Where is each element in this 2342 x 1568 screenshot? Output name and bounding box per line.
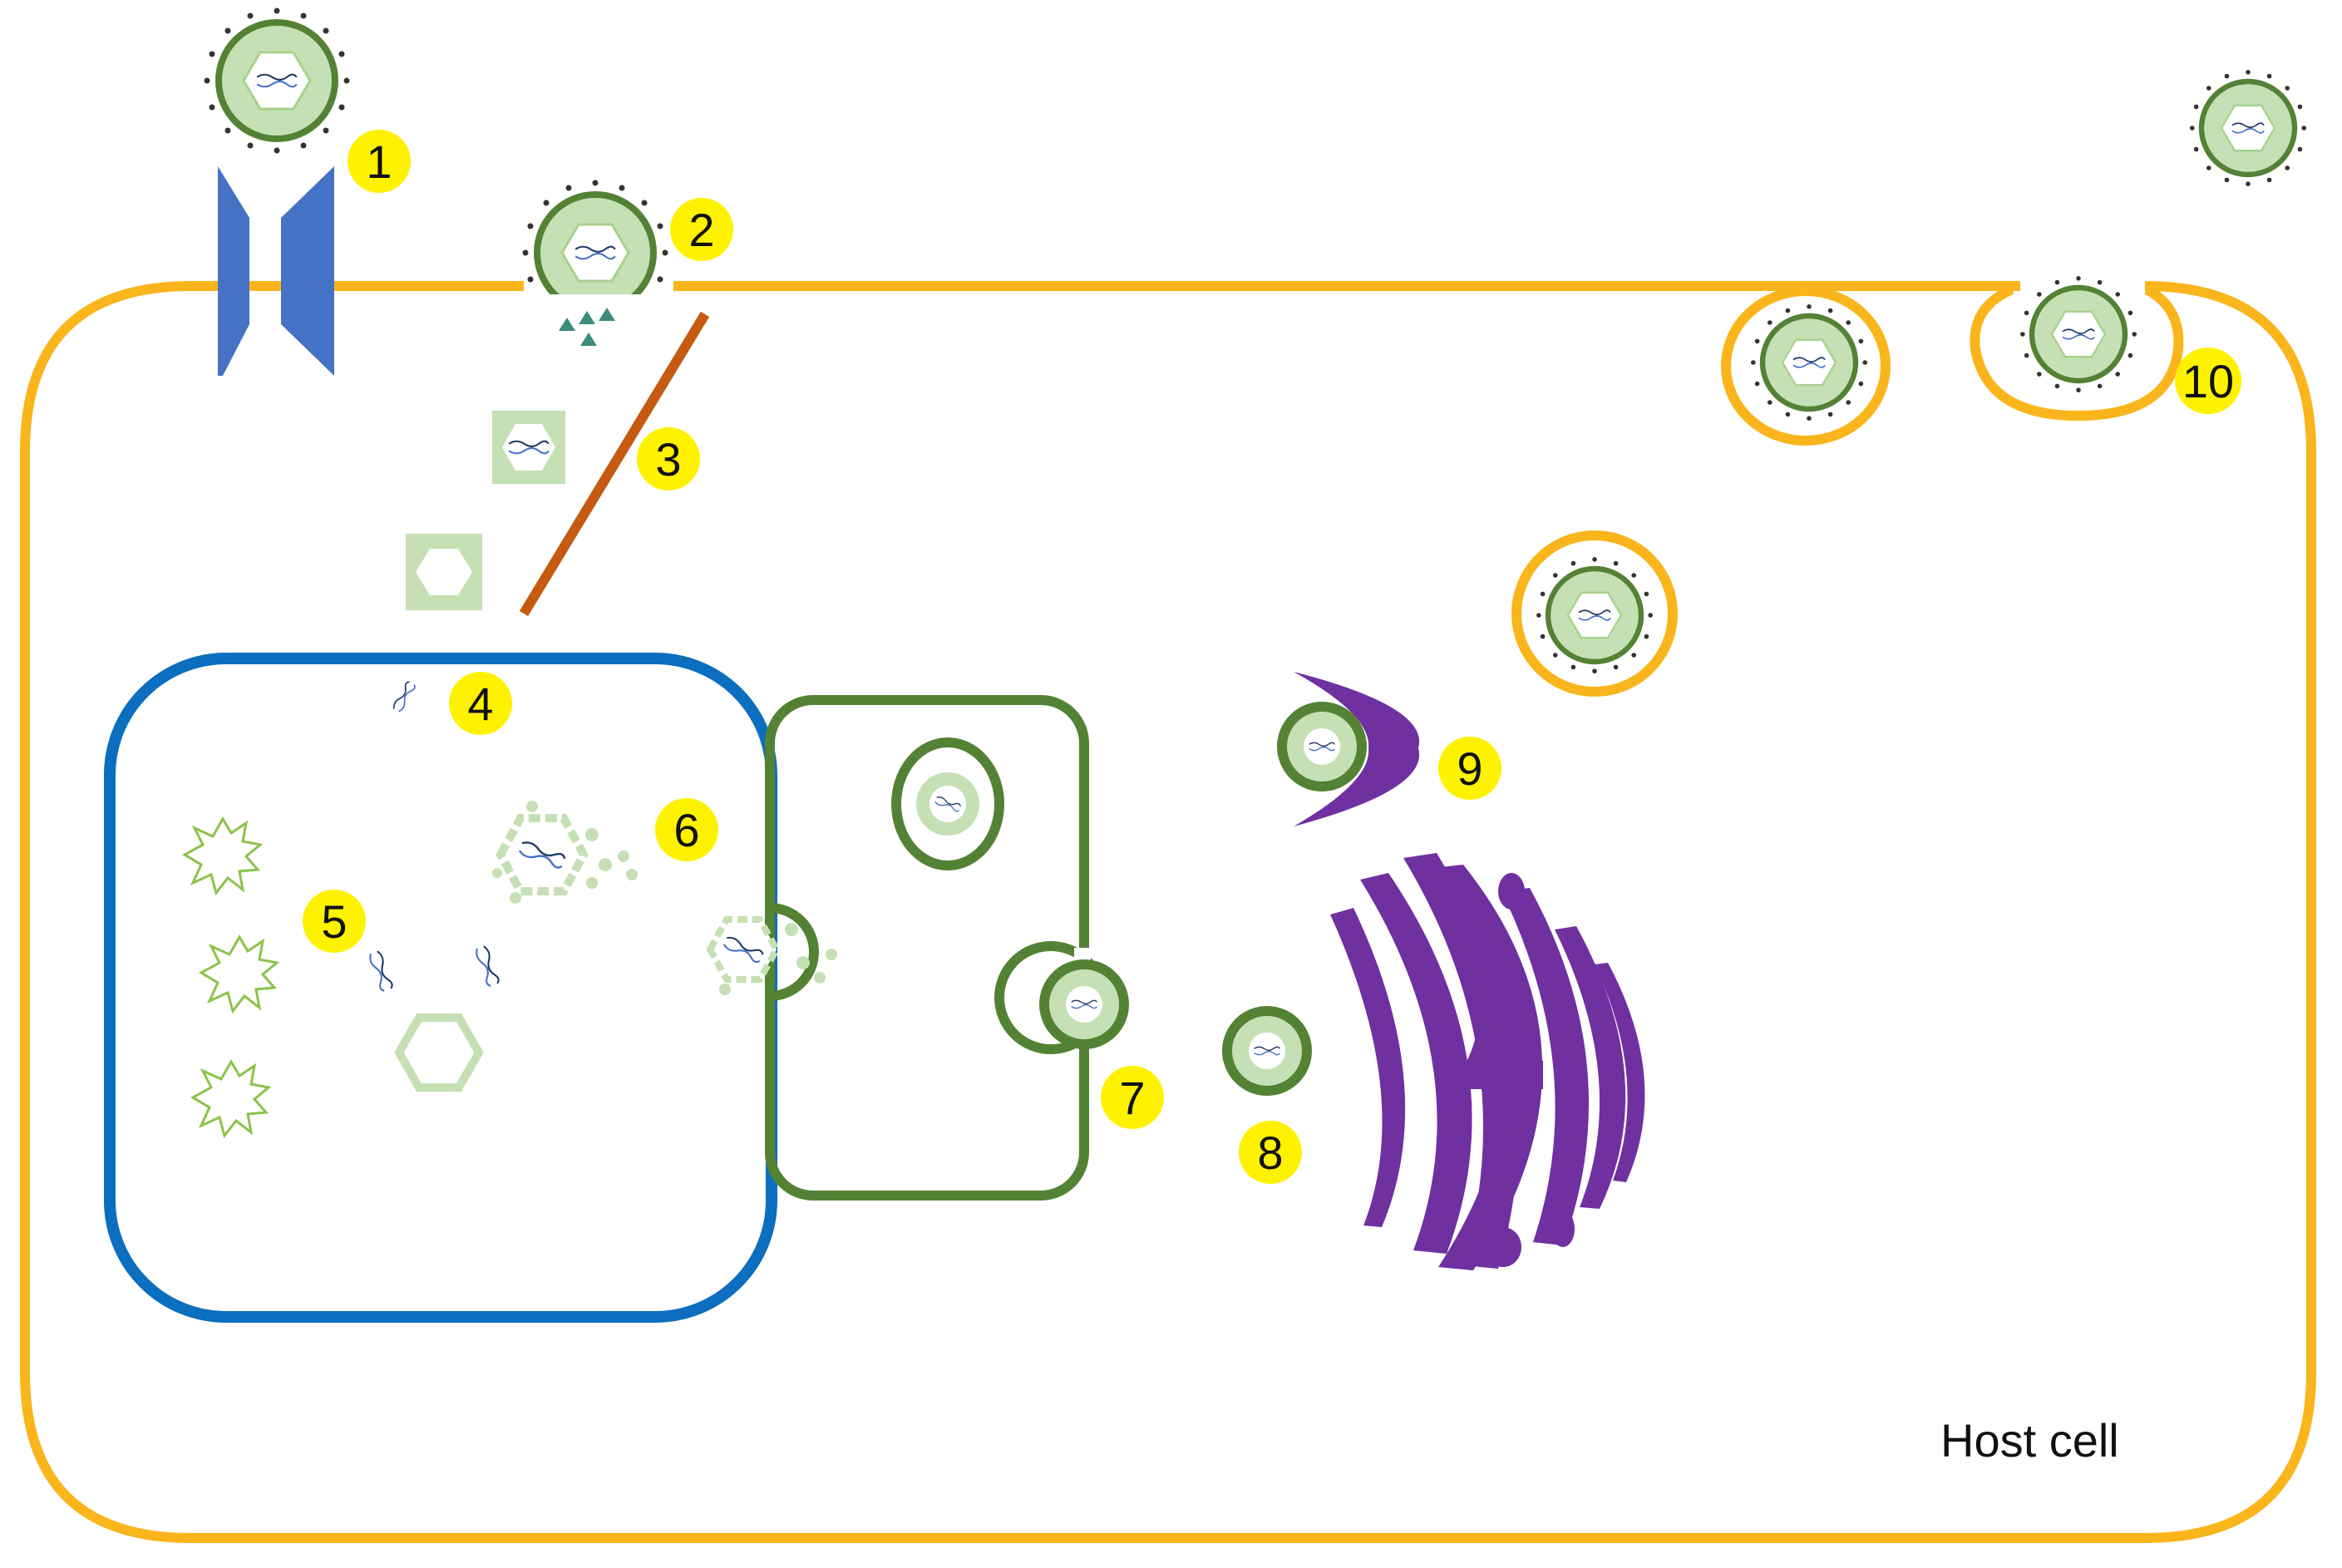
secondary-envelopment bbox=[1282, 672, 1420, 826]
svg-text:1: 1 bbox=[366, 136, 392, 188]
step-marker-3: 3 bbox=[637, 427, 700, 491]
viral-dna-entering bbox=[391, 680, 417, 713]
step-marker-5: 5 bbox=[303, 890, 366, 953]
step-marker-7: 7 bbox=[1101, 1066, 1164, 1129]
svg-text:9: 9 bbox=[1457, 742, 1482, 795]
er-release-bud bbox=[994, 941, 1124, 1054]
capsid-assembly bbox=[492, 801, 638, 904]
released-virion bbox=[2190, 70, 2306, 186]
perinuclear-virion bbox=[891, 737, 1004, 870]
step-markers: 1 2 3 4 5 6 7 8 bbox=[303, 130, 2241, 1184]
virion-fusing bbox=[515, 180, 682, 328]
host-cell-membrane bbox=[20, 274, 2316, 1543]
step-marker-8: 8 bbox=[1239, 1121, 1302, 1184]
golgi-apparatus bbox=[1330, 853, 1645, 1270]
exocytosis-vesicle bbox=[1970, 276, 2184, 422]
viral-dna-copy bbox=[473, 944, 501, 988]
svg-text:6: 6 bbox=[673, 804, 699, 856]
host-cell-label: Host cell bbox=[1940, 1414, 2119, 1467]
nucleus bbox=[104, 653, 777, 1323]
step-marker-6: 6 bbox=[655, 798, 718, 861]
microtubule bbox=[519, 311, 710, 617]
cytoplasmic-vesicle bbox=[1227, 1011, 1307, 1091]
step-marker-9: 9 bbox=[1438, 737, 1501, 800]
svg-text:10: 10 bbox=[2182, 355, 2234, 407]
svg-text:2: 2 bbox=[688, 204, 714, 256]
viral-dna-copy bbox=[367, 949, 395, 993]
new-capsid bbox=[394, 1013, 484, 1092]
cell-receptor bbox=[218, 166, 334, 376]
viral-protein-icon bbox=[183, 817, 262, 895]
step-marker-10: 10 bbox=[2175, 348, 2241, 414]
nuclear-egress-capsid bbox=[706, 903, 837, 1001]
transport-vesicle bbox=[1721, 286, 1891, 446]
virion-attaching bbox=[205, 8, 350, 154]
step-marker-1: 1 bbox=[348, 130, 411, 193]
transport-vesicle bbox=[1511, 530, 1678, 697]
svg-text:3: 3 bbox=[655, 433, 681, 486]
svg-text:5: 5 bbox=[321, 895, 347, 948]
capsid-with-dna bbox=[492, 411, 565, 484]
viral-protein-icon bbox=[200, 935, 279, 1013]
svg-text:4: 4 bbox=[467, 678, 493, 730]
tegument-proteins bbox=[559, 308, 615, 346]
empty-capsid bbox=[406, 534, 482, 610]
step-marker-4: 4 bbox=[449, 672, 512, 735]
svg-text:8: 8 bbox=[1257, 1127, 1283, 1179]
viral-protein-icon bbox=[191, 1060, 270, 1137]
svg-text:7: 7 bbox=[1119, 1072, 1145, 1124]
step-marker-2: 2 bbox=[670, 198, 733, 261]
